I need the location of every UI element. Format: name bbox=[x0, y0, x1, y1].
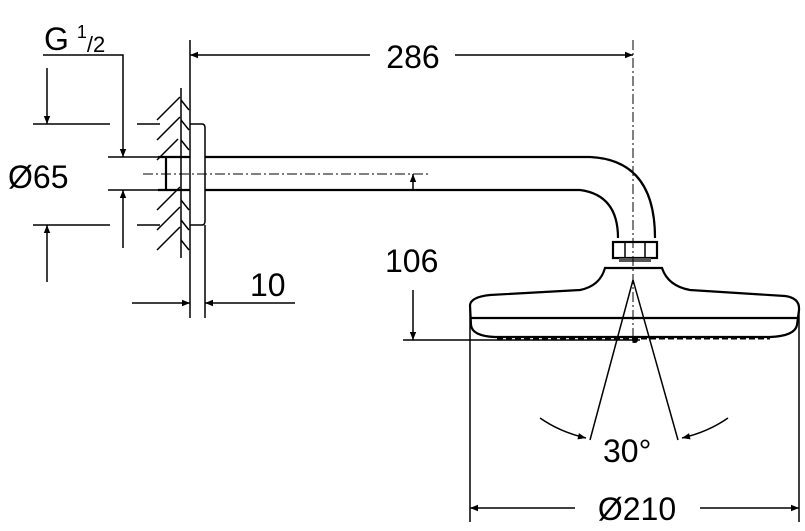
shower-arm bbox=[205, 155, 657, 239]
dimension-rosette-diameter: Ø65 bbox=[8, 68, 160, 282]
drop-height-label: 106 bbox=[385, 243, 438, 279]
spray-angle-label: 30° bbox=[603, 433, 651, 469]
dimension-head-diameter: Ø210 bbox=[469, 305, 800, 527]
dimension-rosette-depth: 10 bbox=[132, 225, 295, 318]
wall-hatch bbox=[156, 40, 191, 318]
head-diameter-label: Ø210 bbox=[598, 491, 676, 527]
inlet-fitting bbox=[143, 155, 430, 192]
wall-rosette bbox=[190, 123, 206, 226]
dimension-arm-length: 286 bbox=[190, 39, 633, 75]
arm-length-label: 286 bbox=[386, 39, 439, 75]
rosette-depth-label: 10 bbox=[250, 267, 286, 303]
dimension-spray-angle: 30° bbox=[539, 279, 729, 469]
dimension-drop-height: 106 bbox=[385, 174, 640, 341]
shower-head bbox=[468, 40, 801, 345]
connection-nut bbox=[611, 240, 659, 262]
rosette-diameter-label: Ø65 bbox=[8, 159, 68, 195]
